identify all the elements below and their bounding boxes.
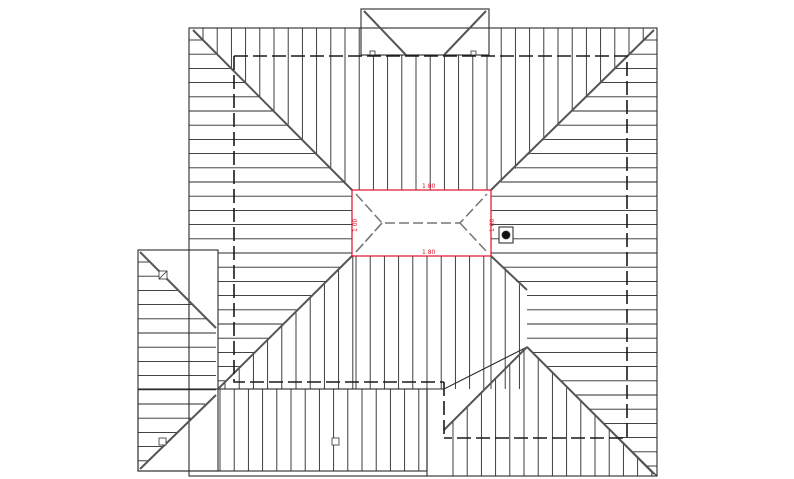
skylight-ridge (355, 193, 488, 224)
wall-lines-dashed (233, 55, 628, 439)
left-wing-outline (137, 249, 219, 472)
marker-icon (331, 437, 340, 446)
wall-line-left (233, 56, 444, 383)
dimension-left: 1 00 (352, 218, 359, 232)
drain-icon (158, 437, 167, 446)
hip-line-top-left (192, 29, 353, 191)
dimension-right: 1 00 (489, 218, 496, 232)
right-wing-hip-left (443, 346, 528, 431)
skylight-ridge-right (459, 222, 488, 253)
hip-lines (139, 10, 655, 475)
skylight: 1 80 1 80 1 00 1 00 (351, 183, 496, 257)
hip-line-bottom-left (217, 255, 353, 390)
main-roof-outline (188, 27, 658, 477)
left-wing-hip-bottom (139, 394, 217, 470)
dormer-outline (360, 8, 490, 56)
skylight-ridge-left (355, 222, 383, 253)
dormer-hip-left (363, 10, 407, 56)
dimension-bottom: 1 80 (422, 249, 436, 256)
dimension-top: 1 80 (422, 183, 436, 190)
hip-line-bottom-right (490, 255, 528, 291)
rafter-lines (138, 28, 657, 476)
left-wing-hip-top (139, 251, 217, 329)
dormer-vent-icon (369, 50, 477, 56)
right-wing-hip-right (526, 346, 655, 475)
vent-icon (158, 270, 168, 280)
dormer-hip-right (443, 10, 487, 56)
wall-line-main (234, 55, 628, 439)
chimney-icon (498, 226, 514, 244)
symbols (158, 50, 514, 446)
